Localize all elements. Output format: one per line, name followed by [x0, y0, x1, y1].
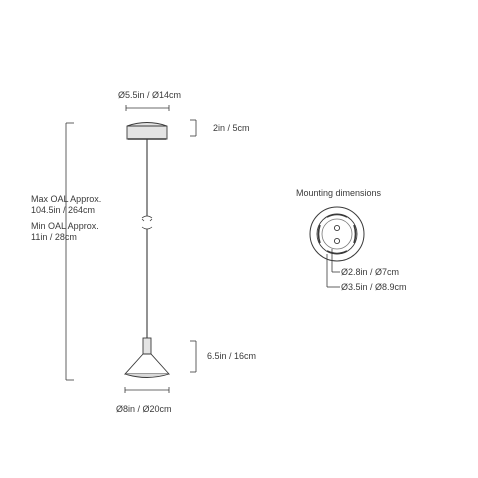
mounting-title: Mounting dimensions — [296, 188, 382, 198]
mounting-leader-lines — [326, 249, 340, 288]
shade-height-label: 6.5in / 16cm — [207, 351, 257, 361]
canopy-diameter-dimension — [125, 105, 170, 111]
shade-diameter-dimension — [124, 387, 170, 393]
overall-length-bracket — [65, 122, 74, 381]
mounting-outer-diameter-label: Ø3.5in / Ø8.9cm — [341, 282, 407, 292]
min-oal-value: 11in / 28cm — [31, 232, 77, 242]
shade-height-bracket — [190, 340, 197, 373]
canopy — [126, 122, 168, 140]
canopy-diameter-label: Ø5.5in / Ø14cm — [118, 90, 182, 100]
shade-diameter-label: Ø8in / Ø20cm — [116, 404, 172, 414]
mounting-plate — [309, 206, 365, 262]
shade — [123, 337, 171, 378]
mounting-inner-diameter-label: Ø2.8in / Ø7cm — [341, 267, 400, 277]
max-oal-label: Max OAL Approx. — [31, 194, 102, 204]
min-oal-label: Min OAL Approx. — [31, 221, 99, 231]
cord-break-marker — [141, 215, 153, 230]
canopy-height-bracket — [190, 119, 197, 137]
max-oal-value: 104.5in / 264cm — [31, 205, 96, 215]
canopy-height-label: 2in / 5cm — [213, 123, 250, 133]
